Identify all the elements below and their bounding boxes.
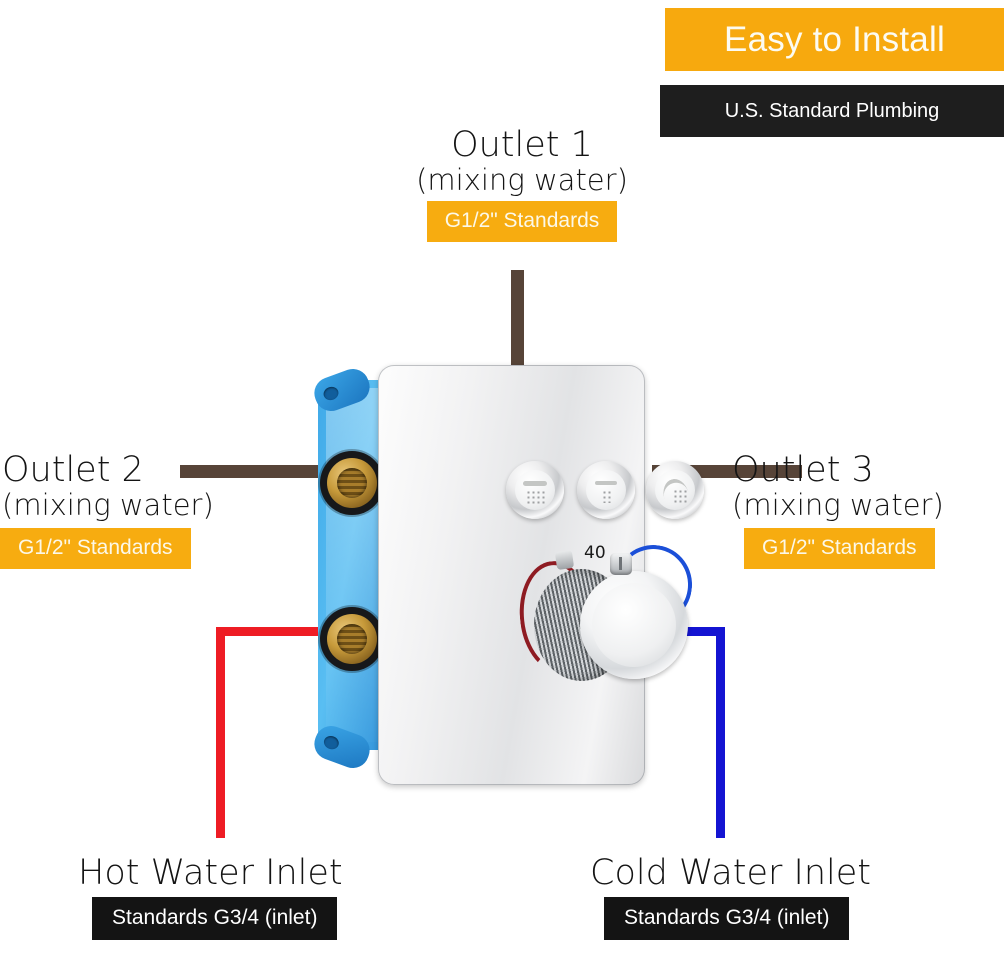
outlet-2-title: Outlet 2 [2,450,144,490]
handheld-shower-button[interactable] [646,461,704,519]
outlet-1-pipe [511,270,524,370]
handheld-shower-icon [655,470,695,510]
hot-water-line-horizontal [216,627,336,636]
callout-cold-inlet: Cold Water Inlet Standards G3/4 (inlet) [590,853,890,940]
cold-water-line-vertical [716,627,725,838]
outlet-2-tag: G1/2" Standards [0,527,191,569]
body-jet-button[interactable] [577,461,635,519]
outlet-2-subtitle: (mixing water) [2,487,214,522]
outlet-1-tag: G1/2" Standards [426,200,618,242]
subheadline-banner: U.S. Standard Plumbing [660,85,1004,137]
knob-indicator-rear [554,549,575,571]
callout-outlet-1: Outlet 1 (mixing water) G1/2" Standards [402,125,642,242]
brass-port-inlet [320,607,384,671]
rain-shower-icon [515,470,555,510]
outlet-3-tag: G1/2" Standards [744,527,935,569]
knob-face [580,571,688,679]
body-jet-icon [586,470,626,510]
brass-port-outlet [320,451,384,515]
hot-inlet-title: Hot Water Inlet [78,853,343,893]
outlet-1-subtitle: (mixing water) [416,162,628,197]
outlet-1-title: Outlet 1 [451,125,593,165]
cold-inlet-title: Cold Water Inlet [590,853,871,893]
chrome-faceplate: 40 [378,365,704,785]
headline-banner: Easy to Install [665,8,1004,71]
outlet-3-subtitle: (mixing water) [732,487,944,522]
outlet-2-pipe [180,465,332,478]
outlet-3-title: Outlet 3 [732,450,874,490]
callout-hot-inlet: Hot Water Inlet Standards G3/4 (inlet) [78,853,368,940]
callout-outlet-3: Outlet 3 (mixing water) G1/2" Standards [732,450,994,569]
callout-outlet-2: Outlet 2 (mixing water) G1/2" Standards [0,450,238,569]
hot-water-line-vertical [216,627,225,838]
hot-inlet-tag: Standards G3/4 (inlet) [92,896,338,940]
rain-shower-button[interactable] [506,461,564,519]
temperature-marking: 40 [584,543,606,563]
knob-indicator-tab [610,553,632,575]
thermostatic-valve-assembly: 40 [300,355,704,795]
cold-inlet-tag: Standards G3/4 (inlet) [604,896,850,940]
temperature-knob[interactable]: 40 [514,539,698,703]
